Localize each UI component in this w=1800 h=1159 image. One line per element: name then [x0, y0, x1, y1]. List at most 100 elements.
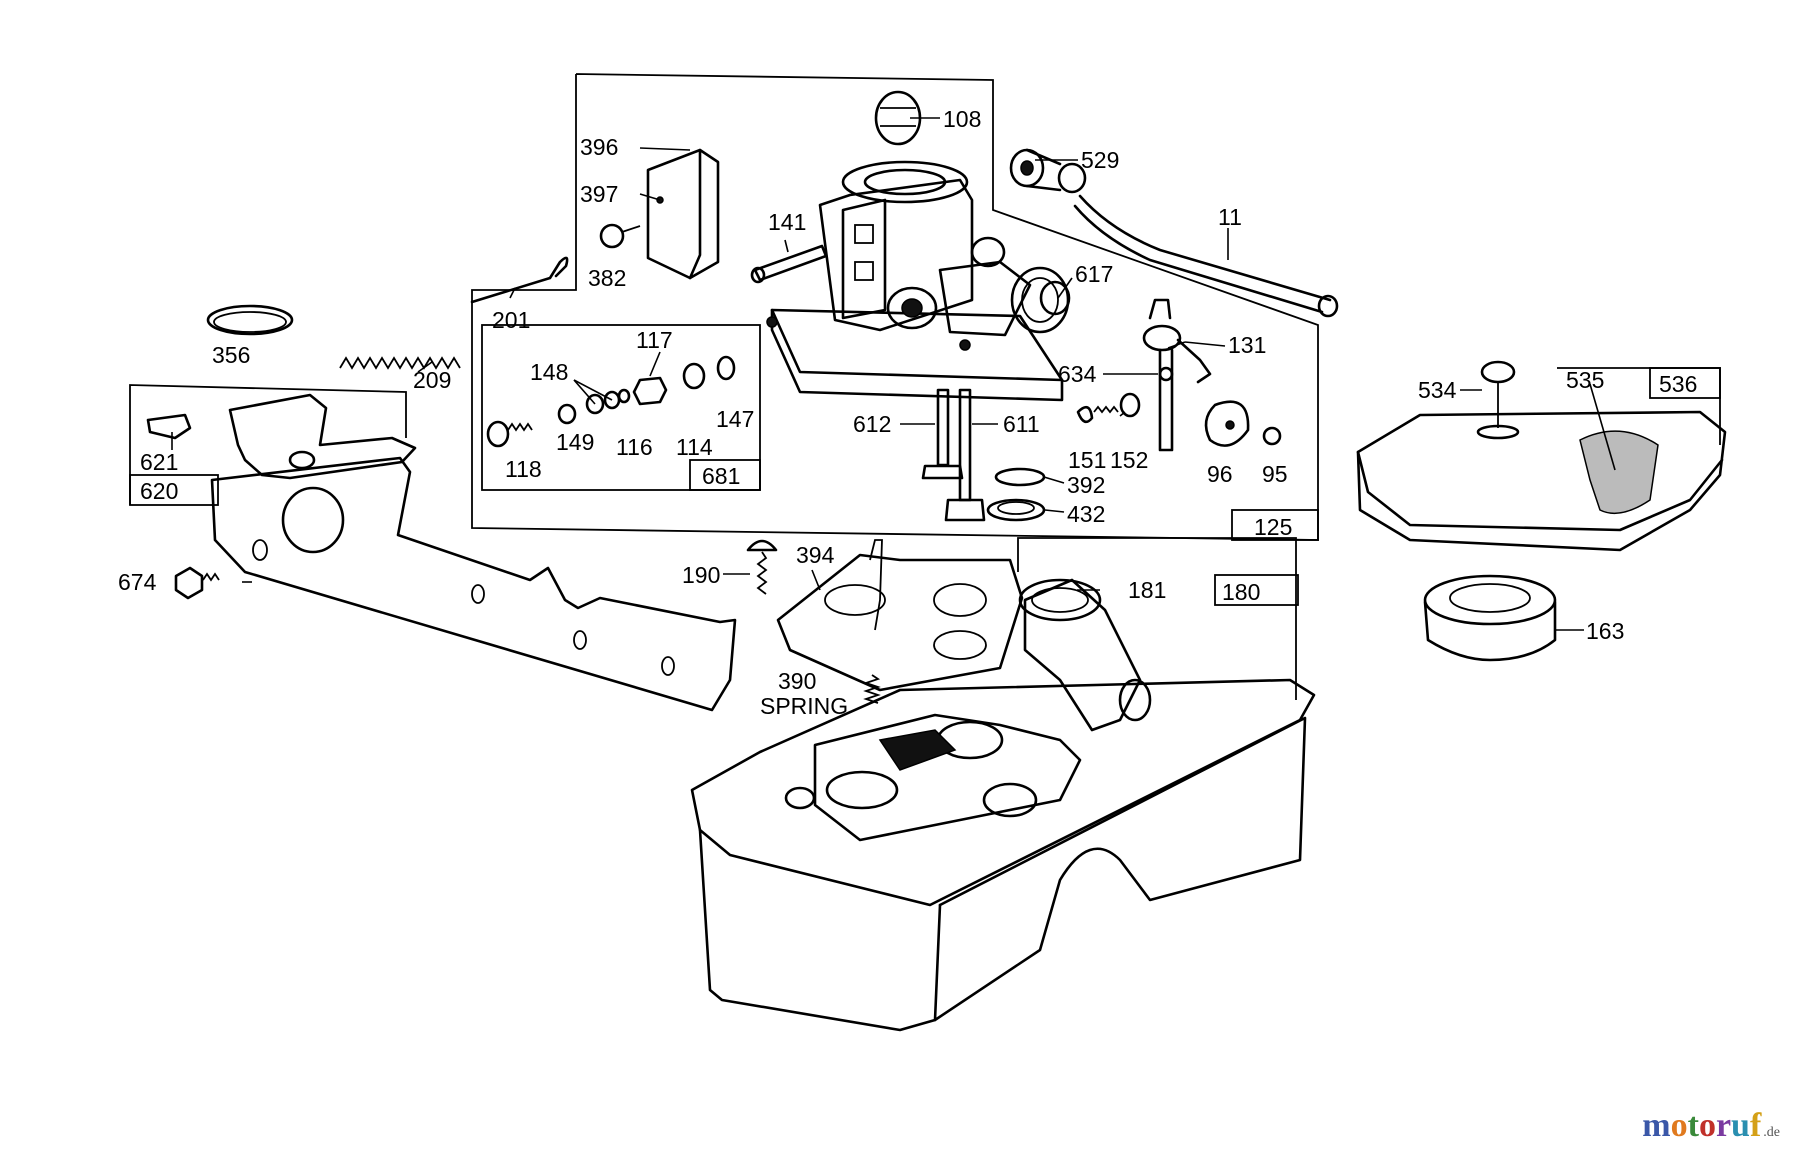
motoruf-logo: motoruf.de — [1642, 1107, 1780, 1145]
label-681: 681 — [702, 463, 740, 489]
label-529: 529 — [1081, 147, 1119, 173]
label-536: 536 — [1659, 371, 1697, 397]
callout-box-620 — [129, 474, 219, 506]
label-147: 147 — [716, 406, 754, 432]
part-151-needle — [1076, 405, 1119, 424]
logo-letter: t — [1687, 1107, 1699, 1144]
label-535: 535 — [1566, 367, 1604, 393]
part-201-link — [470, 256, 569, 304]
label-131: 131 — [1228, 332, 1266, 358]
label-spring: SPRING — [760, 693, 848, 719]
part-529-elbow — [1009, 148, 1087, 194]
label-116: 116 — [616, 434, 653, 460]
part-356-spring-ring — [206, 304, 294, 336]
part-674-bolt — [174, 566, 220, 600]
label-396: 396 — [580, 134, 618, 160]
label-382: 382 — [588, 265, 626, 291]
part-535-filter-element — [1579, 430, 1659, 515]
part-620-bracket — [228, 393, 417, 480]
label-11: 11 — [1218, 204, 1242, 230]
label-611: 611 — [1003, 411, 1040, 437]
part-611-screw — [944, 388, 986, 522]
plate-slot — [252, 539, 268, 561]
carburetor-body — [766, 160, 1070, 402]
logo-tld: .de — [1763, 1125, 1780, 1140]
part-96-cam — [1204, 400, 1250, 447]
logo-letter: r — [1715, 1107, 1732, 1144]
logo-letter: o — [1698, 1107, 1716, 1144]
part-163-base — [1423, 574, 1557, 662]
logo-letter: u — [1731, 1107, 1750, 1144]
part-95-screw — [1262, 426, 1282, 446]
plate-slot — [471, 584, 485, 604]
label-180: 180 — [1222, 579, 1260, 605]
part-621-clip — [146, 413, 192, 440]
part-634-shaft — [1158, 348, 1174, 452]
label-149: 149 — [556, 429, 594, 455]
part-617-fitting — [1039, 280, 1071, 316]
label-394: 394 — [796, 542, 835, 568]
label-148: 148 — [530, 359, 568, 385]
part-536-air-cleaner-body — [1356, 410, 1727, 552]
label-621: 621 — [140, 449, 178, 475]
part-152-spring — [1119, 392, 1141, 418]
label-356: 356 — [212, 342, 250, 368]
label-620: 620 — [140, 478, 178, 504]
group-outline-681 — [481, 324, 761, 491]
label-397: 397 — [580, 181, 618, 207]
label-181: 181 — [1128, 577, 1166, 603]
callout-box-536 — [1649, 367, 1721, 399]
label-392: 392 — [1067, 472, 1105, 498]
label-390: 390 — [778, 668, 816, 694]
callout-box-180 — [1214, 574, 1299, 606]
group-outline-180 — [1017, 537, 1297, 700]
label-117: 117 — [636, 327, 673, 353]
label-108: 108 — [943, 106, 981, 132]
label-141: 141 — [768, 209, 806, 235]
choke-kit-parts — [486, 355, 736, 448]
label-151: 151 — [1068, 447, 1106, 473]
part-209-spring — [339, 356, 461, 370]
label-209: 209 — [413, 367, 451, 393]
label-674: 674 — [118, 569, 157, 595]
part-11-fuel-pipe — [1073, 194, 1339, 318]
label-201: 201 — [492, 307, 530, 333]
part-394-gasket — [776, 539, 1024, 692]
label-634: 634 — [1058, 361, 1097, 387]
label-152: 152 — [1110, 447, 1148, 473]
group-outline-620 — [129, 384, 407, 505]
part-534-screw — [1476, 360, 1520, 440]
callout-box-681 — [689, 459, 761, 491]
part-180-fuel-tank — [690, 678, 1316, 1032]
label-617: 617 — [1075, 261, 1113, 287]
part-432-seal — [986, 498, 1046, 522]
part-392-ring — [994, 467, 1046, 487]
label-118: 118 — [505, 456, 542, 482]
part-612-screw — [921, 388, 964, 480]
label-114: 114 — [676, 434, 713, 460]
part-141-shaft — [750, 244, 828, 284]
label-190: 190 — [682, 562, 720, 588]
label-163: 163 — [1586, 618, 1624, 644]
label-95: 95 — [1262, 461, 1288, 487]
part-390-spring — [863, 674, 881, 704]
logo-letter: f — [1749, 1107, 1762, 1144]
plate-slot — [573, 630, 587, 650]
logo-letter: m — [1642, 1107, 1671, 1144]
leader-lines — [171, 117, 1616, 631]
label-432: 432 — [1067, 501, 1105, 527]
part-190-screw — [746, 539, 778, 595]
callout-labels: 108 396 397 382 141 201 356 209 529 11 6… — [118, 106, 1697, 719]
part-bracket-plate — [210, 456, 737, 712]
part-397-choke-block — [646, 148, 720, 280]
plate-slot — [661, 656, 675, 676]
label-534: 534 — [1418, 377, 1457, 403]
label-96: 96 — [1207, 461, 1233, 487]
label-125: 125 — [1254, 514, 1292, 540]
callout-box-125 — [1231, 509, 1319, 541]
plate-hole — [281, 486, 345, 554]
logo-letter: o — [1670, 1107, 1688, 1144]
label-612: 612 — [853, 411, 891, 437]
part-382-screw — [599, 223, 641, 249]
